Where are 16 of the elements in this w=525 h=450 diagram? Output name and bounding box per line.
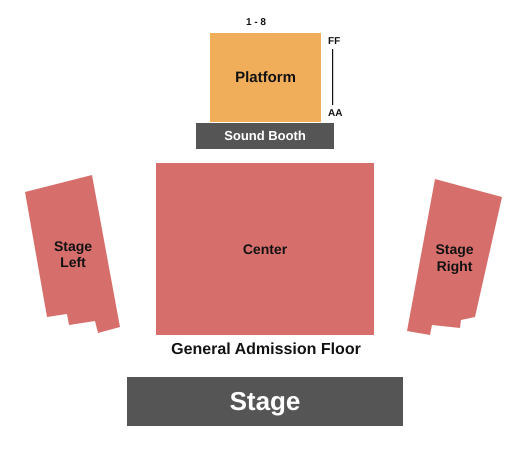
sound-booth-area xyxy=(196,123,334,149)
section-label: Stage xyxy=(230,386,300,416)
platform-section xyxy=(210,33,321,122)
seating-section xyxy=(156,163,374,335)
section-label: Stage Left xyxy=(52,238,94,270)
stage-area xyxy=(127,377,403,426)
seating-section xyxy=(406,179,503,336)
seat-range-label: 1 - 8 xyxy=(246,17,266,28)
section-label: Sound Booth xyxy=(224,128,306,144)
section-label: Center xyxy=(242,240,288,258)
section-label: Stage Right xyxy=(434,241,475,274)
row-label: FF xyxy=(328,36,340,47)
seating-section xyxy=(25,175,121,333)
row-label: AA xyxy=(328,108,342,119)
section-label: Platform xyxy=(235,68,296,86)
floor-label: General Admission Floor xyxy=(171,341,361,359)
